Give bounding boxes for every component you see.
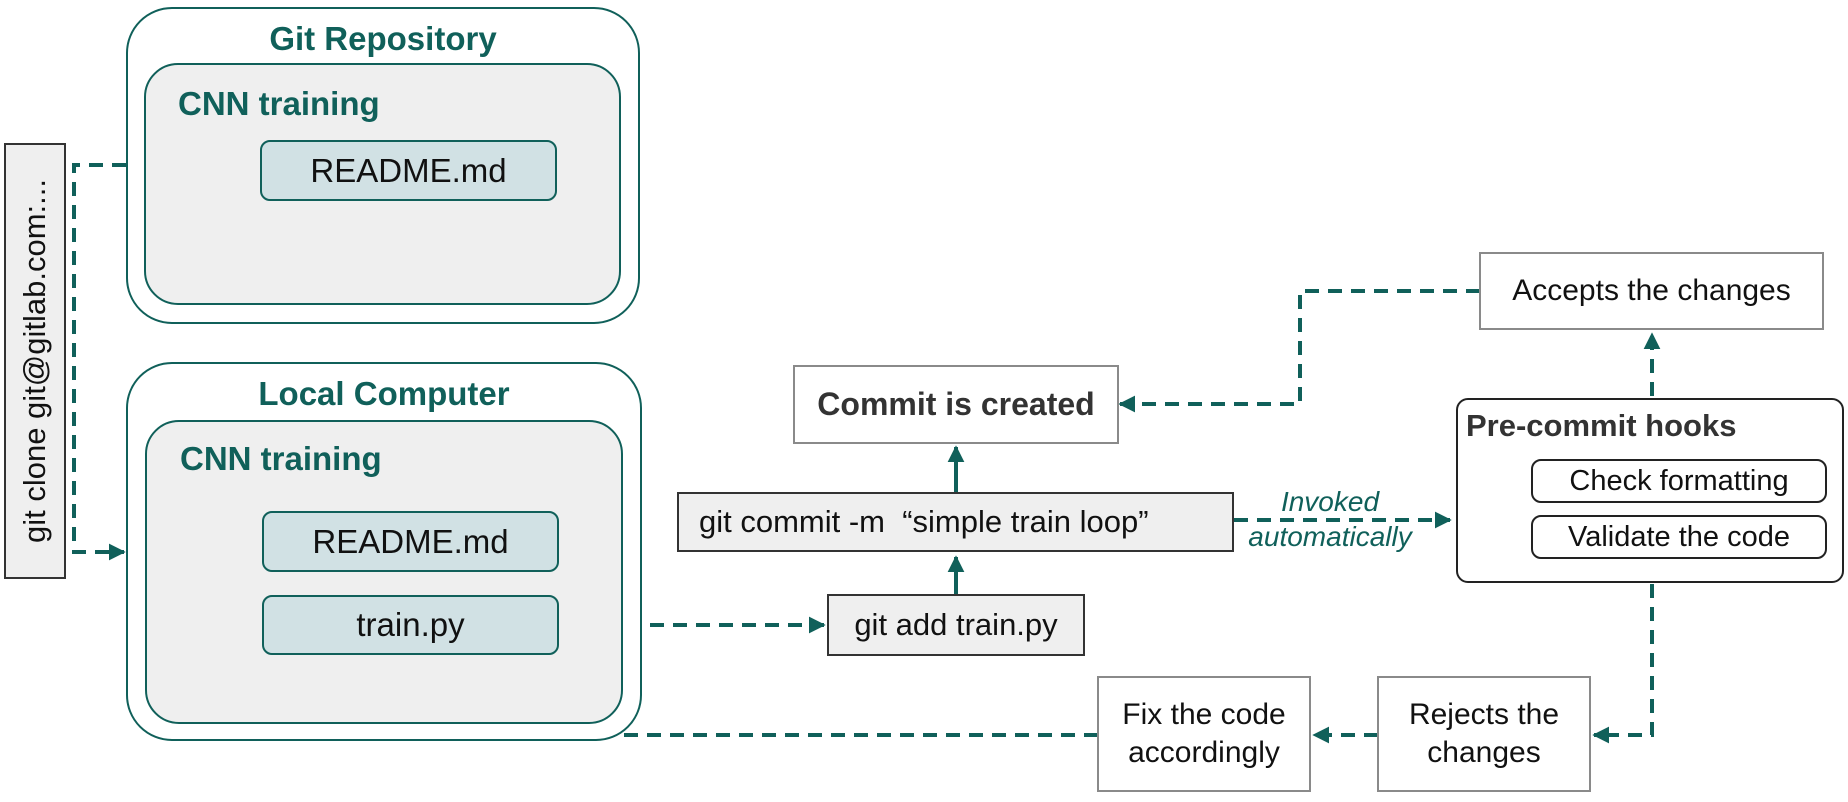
git-commit-label: git commit -m “simple train loop” bbox=[699, 504, 1149, 539]
precommit-hooks-title: Pre-commit hooks bbox=[1466, 408, 1737, 443]
local-readme-label: README.md bbox=[312, 522, 509, 560]
repo-folder-title: CNN training bbox=[178, 85, 380, 122]
fix-line1: Fix the code bbox=[1122, 698, 1286, 731]
git-add-label: git add train.py bbox=[854, 607, 1058, 642]
hook-check-formatting: Check formatting bbox=[1531, 459, 1827, 503]
invoked-note: Invoked automatically bbox=[1240, 484, 1420, 554]
clone-command-box: git clone git@gitlab.com:... bbox=[4, 143, 66, 579]
hook-check-label: Check formatting bbox=[1569, 464, 1789, 497]
local-computer-title: Local Computer bbox=[258, 375, 510, 412]
commit-created-label: Commit is created bbox=[817, 386, 1095, 422]
local-readme-file[interactable]: README.md bbox=[262, 511, 559, 572]
clone-connector bbox=[72, 163, 126, 561]
git-add-box: git add train.py bbox=[827, 594, 1085, 656]
accepts-box: Accepts the changes bbox=[1479, 252, 1824, 330]
rejects-box: Rejects the changes bbox=[1377, 676, 1591, 792]
invoked-line2: automatically bbox=[1248, 521, 1412, 552]
commit-created-box: Commit is created bbox=[793, 365, 1119, 444]
hook-validate-label: Validate the code bbox=[1568, 520, 1790, 553]
fix-line2: accordingly bbox=[1128, 736, 1280, 769]
invoked-line1: Invoked bbox=[1280, 486, 1380, 517]
accepts-to-created-connector bbox=[1118, 289, 1480, 413]
hook-validate-code: Validate the code bbox=[1531, 515, 1827, 559]
rejects-line1: Rejects the bbox=[1408, 698, 1560, 731]
repo-readme-file[interactable]: README.md bbox=[260, 140, 557, 201]
local-folder-title: CNN training bbox=[180, 440, 382, 477]
repo-readme-label: README.md bbox=[310, 151, 507, 189]
clone-command-label: git clone git@gitlab.com:... bbox=[17, 178, 52, 544]
git-commit-box: git commit -m “simple train loop” bbox=[677, 492, 1234, 552]
local-train-label: train.py bbox=[356, 606, 465, 643]
local-folder-panel bbox=[145, 420, 623, 724]
accepts-label: Accepts the changes bbox=[1512, 274, 1791, 307]
fix-box: Fix the code accordingly bbox=[1097, 676, 1311, 792]
git-repository-title: Git Repository bbox=[269, 20, 497, 57]
rejects-line2: changes bbox=[1427, 736, 1541, 769]
precommit-to-rejects-connector bbox=[1592, 584, 1654, 744]
local-train-file[interactable]: train.py bbox=[262, 595, 559, 655]
